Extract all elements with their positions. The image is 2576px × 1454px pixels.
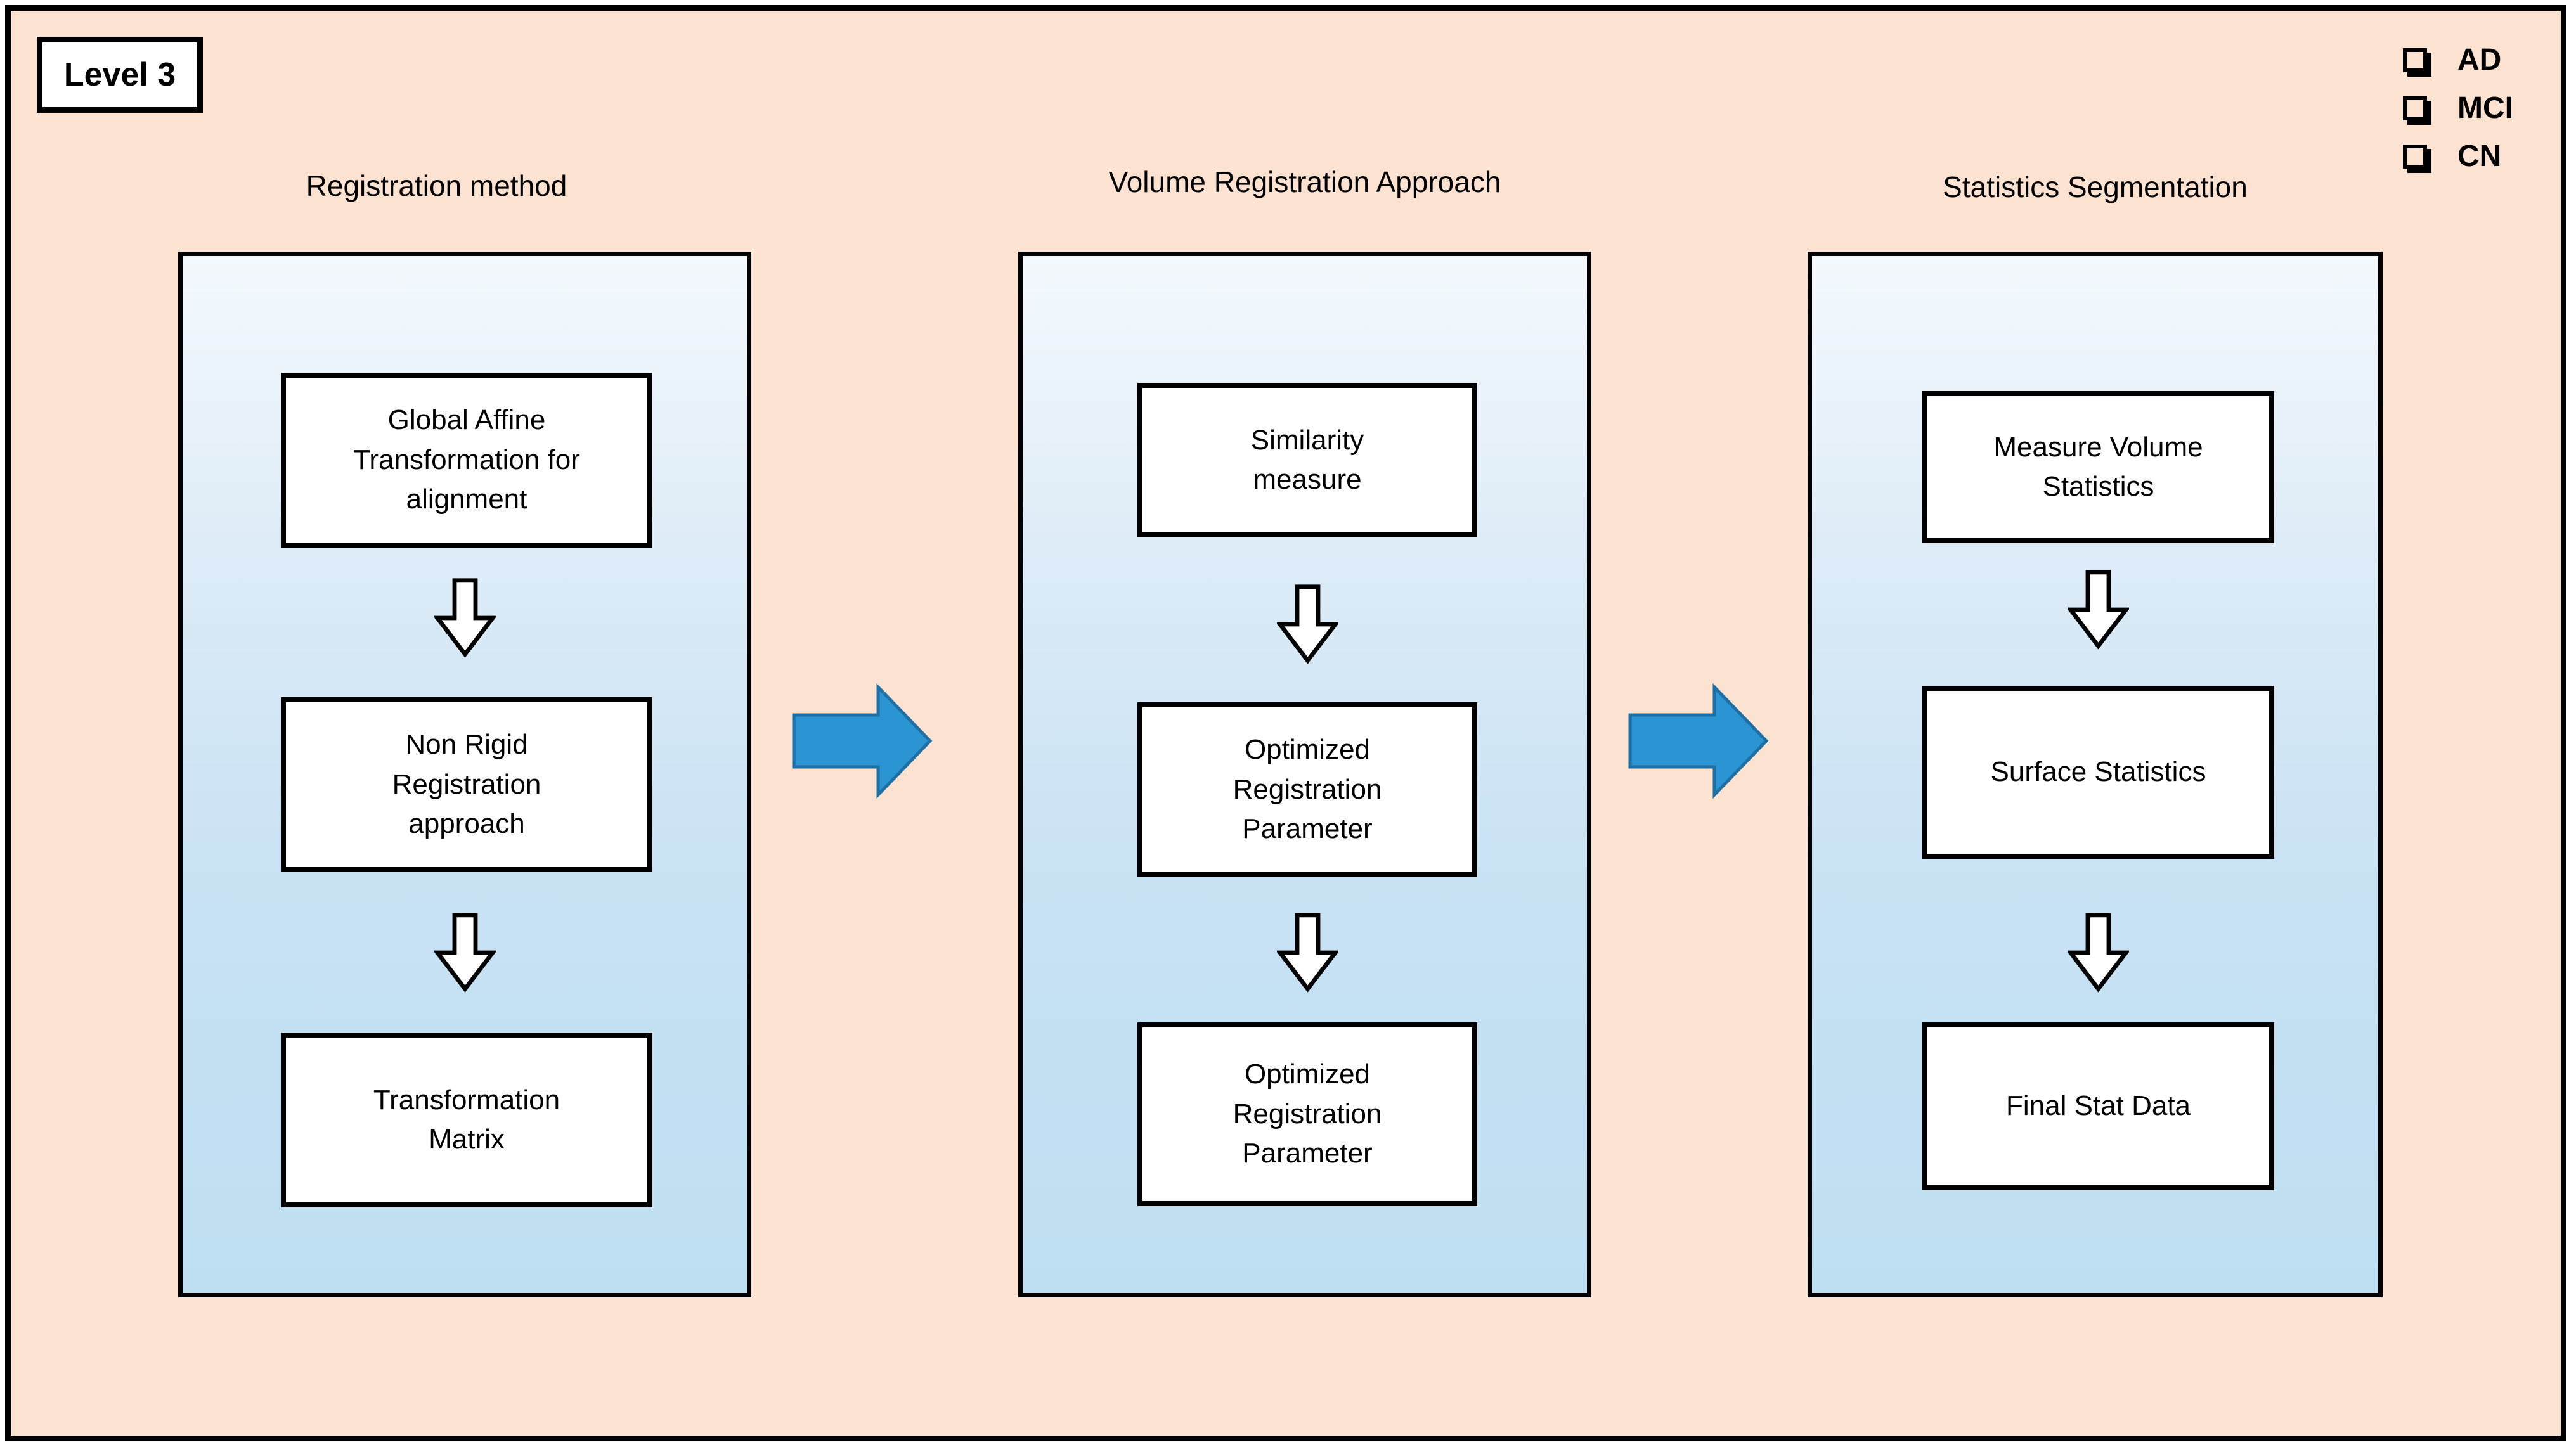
flow-box-text: Optimized Registration Parameter: [1233, 1058, 1382, 1169]
level-badge: Level 3: [37, 37, 203, 113]
flow-box-text: Non Rigid Registration approach: [392, 729, 541, 840]
column-header-registration-method: Registration method: [306, 169, 567, 202]
flow-box-global-affine: Global Affine Transformation for alignme…: [281, 373, 652, 548]
flow-box-surface-statistics: Surface Statistics: [1922, 686, 2274, 859]
flow-box-text: Final Stat Data: [2005, 1090, 2191, 1122]
down-arrow-icon: [1277, 913, 1338, 993]
flow-box-text: Surface Statistics: [1990, 756, 2206, 788]
flow-box-similarity-measure: Similarity measure: [1137, 383, 1477, 537]
flow-box-text: Similarity measure: [1250, 424, 1364, 495]
down-arrow-icon: [434, 913, 496, 993]
flow-box-non-rigid-registration: Non Rigid Registration approach: [281, 697, 652, 872]
flow-box-measure-volume-statistics: Measure Volume Statistics: [1922, 391, 2274, 543]
flow-box-text: Global Affine Transformation for alignme…: [353, 404, 580, 515]
right-arrow-icon: [1628, 683, 1769, 799]
legend-label: CN: [2457, 139, 2502, 173]
checkbox-icon: [2403, 145, 2427, 169]
down-arrow-icon: [434, 578, 496, 658]
column-panel-registration-method: Global Affine Transformation for alignme…: [178, 252, 751, 1297]
legend-item-cn: CN: [2403, 141, 2513, 172]
down-arrow-icon: [2068, 570, 2129, 650]
down-arrow-icon: [2068, 913, 2129, 993]
flow-box-final-stat-data: Final Stat Data: [1922, 1022, 2274, 1190]
flow-box-optimized-registration-parameter-2: Optimized Registration Parameter: [1137, 1022, 1477, 1206]
flow-box-optimized-registration-parameter-1: Optimized Registration Parameter: [1137, 702, 1477, 877]
flow-box-transformation-matrix: Transformation Matrix: [281, 1033, 652, 1207]
level-badge-label: Level 3: [63, 56, 176, 93]
column-panel-volume-registration-approach: Similarity measure Optimized Registratio…: [1018, 252, 1591, 1297]
legend-label: AD: [2457, 43, 2502, 77]
legend-label: MCI: [2457, 91, 2513, 125]
column-header-statistics-segmentation: Statistics Segmentation: [1943, 170, 2248, 203]
legend-item-mci: MCI: [2403, 93, 2513, 124]
flow-box-text: Optimized Registration Parameter: [1233, 734, 1382, 845]
flow-box-text: Transformation Matrix: [373, 1084, 560, 1155]
legend-item-ad: AD: [2403, 44, 2513, 76]
right-arrow-icon: [792, 683, 933, 799]
column-header-volume-registration-approach: Volume Registration Approach: [1108, 165, 1501, 198]
checkbox-icon: [2403, 48, 2427, 72]
column-panel-statistics-segmentation: Measure Volume Statistics Surface Statis…: [1808, 252, 2383, 1297]
legend: AD MCI CN: [2403, 44, 2513, 172]
down-arrow-icon: [1277, 584, 1338, 664]
flow-box-text: Measure Volume Statistics: [1993, 431, 2203, 502]
checkbox-icon: [2403, 96, 2427, 120]
